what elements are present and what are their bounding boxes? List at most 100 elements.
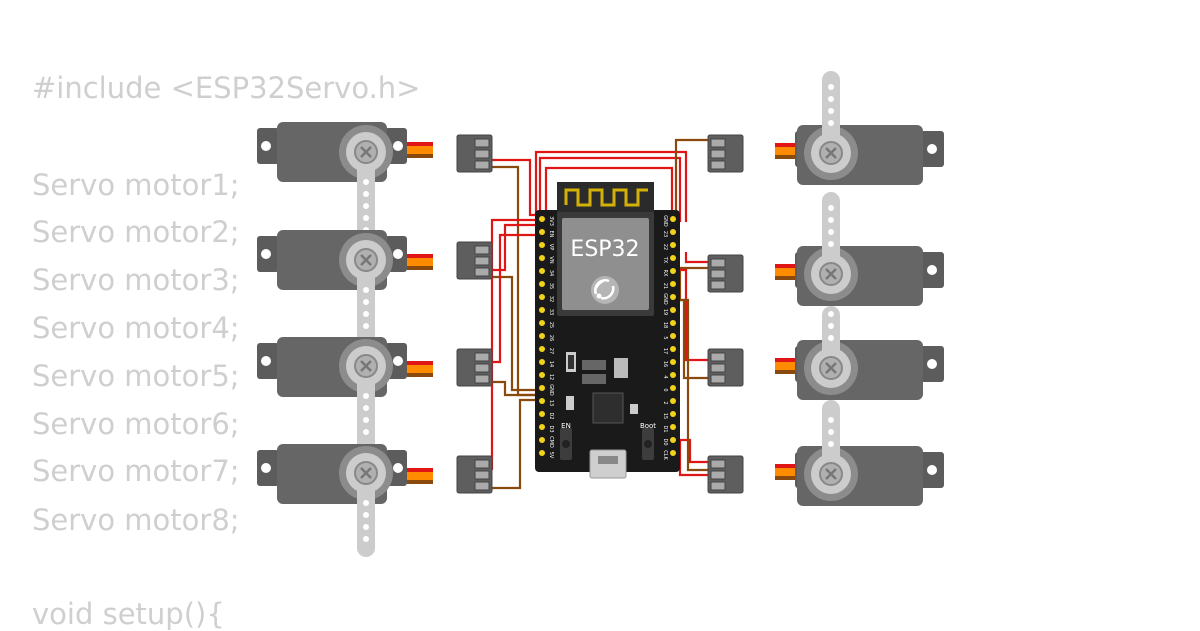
board-pin xyxy=(670,359,676,365)
board-pin-label: 32 xyxy=(548,296,554,302)
board-pin xyxy=(539,346,545,352)
board-pin xyxy=(670,216,676,222)
board-pin-label: VN xyxy=(548,256,554,263)
pin-header-connector xyxy=(707,254,744,293)
board-pin-label: 17 xyxy=(662,348,668,354)
code-line: Servo motor3; xyxy=(32,263,240,297)
code-line: Servo motor8; xyxy=(32,503,240,537)
board-pin-label: GND xyxy=(548,384,554,396)
board-pin-label: 33 xyxy=(548,309,554,315)
board-pin xyxy=(539,281,545,287)
board-pin-label: D1 xyxy=(662,425,668,432)
board-pin-label: 25 xyxy=(548,322,554,328)
board-pin xyxy=(670,411,676,417)
servo-motor xyxy=(775,340,944,400)
left-pin-header: 3V3ENVPVN343532332526271412GND13D2D3CMD5… xyxy=(539,216,554,459)
board-pin xyxy=(539,268,545,274)
board-pin-label: 16 xyxy=(662,361,668,367)
board-pin xyxy=(670,346,676,352)
board-pin xyxy=(539,255,545,261)
board-pin-label: 12 xyxy=(548,374,554,380)
board-pin xyxy=(539,411,545,417)
board-pin xyxy=(539,398,545,404)
board-pin xyxy=(670,333,676,339)
board-pin-label: 18 xyxy=(662,322,668,328)
code-line: Servo motor4; xyxy=(32,311,240,345)
servo-horn xyxy=(804,192,858,301)
pin-header-connector xyxy=(707,134,744,173)
connectors xyxy=(456,134,744,494)
pin-header-connector xyxy=(456,241,493,280)
wire-power xyxy=(490,218,540,470)
servo-horn xyxy=(339,446,393,557)
board-pin xyxy=(670,398,676,404)
board-pin xyxy=(539,437,545,443)
board-pin-label: 23 xyxy=(662,231,668,237)
pin-header-connector xyxy=(707,455,744,494)
board-pin-label: CMD xyxy=(548,436,554,448)
servo-horn xyxy=(339,339,393,452)
board-pin-label: RX xyxy=(662,270,668,277)
pin-header-connector xyxy=(707,348,744,387)
board-pin xyxy=(670,242,676,248)
pin-header-connector xyxy=(456,134,493,173)
wire-power xyxy=(684,252,708,264)
board-pin-label: 26 xyxy=(548,335,554,341)
board-pin-label: 4 xyxy=(662,375,668,378)
board-pin xyxy=(539,242,545,248)
code-line: Servo motor7; xyxy=(32,454,240,488)
board-pin-label: 13 xyxy=(548,400,554,406)
board-pin xyxy=(539,320,545,326)
board-pin-label: 35 xyxy=(548,283,554,289)
code-line: Servo motor1; xyxy=(32,168,240,202)
servo-motor xyxy=(775,446,944,506)
code-line: #include <ESP32Servo.h> xyxy=(32,71,421,105)
board-pin xyxy=(539,307,545,313)
board-pin xyxy=(539,216,545,222)
servo-horn xyxy=(804,400,858,501)
board-pin-label: D3 xyxy=(548,425,554,432)
board-pin-label: 19 xyxy=(662,309,668,315)
board-pin xyxy=(670,281,676,287)
board-pin-label: TX xyxy=(662,256,668,264)
board-pin-label: CLK xyxy=(662,450,668,460)
board-pin-label: 14 xyxy=(548,361,554,367)
pin-header-connector xyxy=(456,348,493,387)
board-pin-label: EN xyxy=(548,231,554,238)
wire-power xyxy=(678,438,708,477)
board-pin xyxy=(539,450,545,456)
wire-ground xyxy=(674,298,708,472)
board-pin xyxy=(539,229,545,235)
board-pin xyxy=(539,294,545,300)
board-pin-label: 34 xyxy=(548,270,554,276)
en-label: EN xyxy=(561,422,571,430)
code-line: Servo motor5; xyxy=(32,359,240,393)
wire-ground xyxy=(492,398,540,490)
board-pin-label: 22 xyxy=(662,244,668,250)
wire-power xyxy=(544,166,674,222)
servo-horn xyxy=(804,71,858,180)
board-pin-label: GND xyxy=(662,293,668,305)
board-pin xyxy=(670,385,676,391)
wire-ground xyxy=(492,380,540,397)
board-pin xyxy=(539,333,545,339)
board-pin xyxy=(670,372,676,378)
board-pin xyxy=(670,450,676,456)
board-pin-label: D0 xyxy=(662,438,668,445)
wire-power xyxy=(534,150,688,222)
board-pin xyxy=(670,255,676,261)
board-pin-label: 3V3 xyxy=(548,216,554,226)
board-pin xyxy=(539,385,545,391)
board-pin-label: 15 xyxy=(662,413,668,419)
board-pin xyxy=(539,359,545,365)
board-pin xyxy=(670,307,676,313)
module-label: ESP32 xyxy=(570,237,639,262)
servo-horn xyxy=(804,306,858,395)
antenna-trace xyxy=(564,188,648,207)
code-line: Servo motor6; xyxy=(32,407,240,441)
servo-motor xyxy=(775,246,944,306)
board-pin xyxy=(670,424,676,430)
board-pin-label: VP xyxy=(548,244,554,250)
